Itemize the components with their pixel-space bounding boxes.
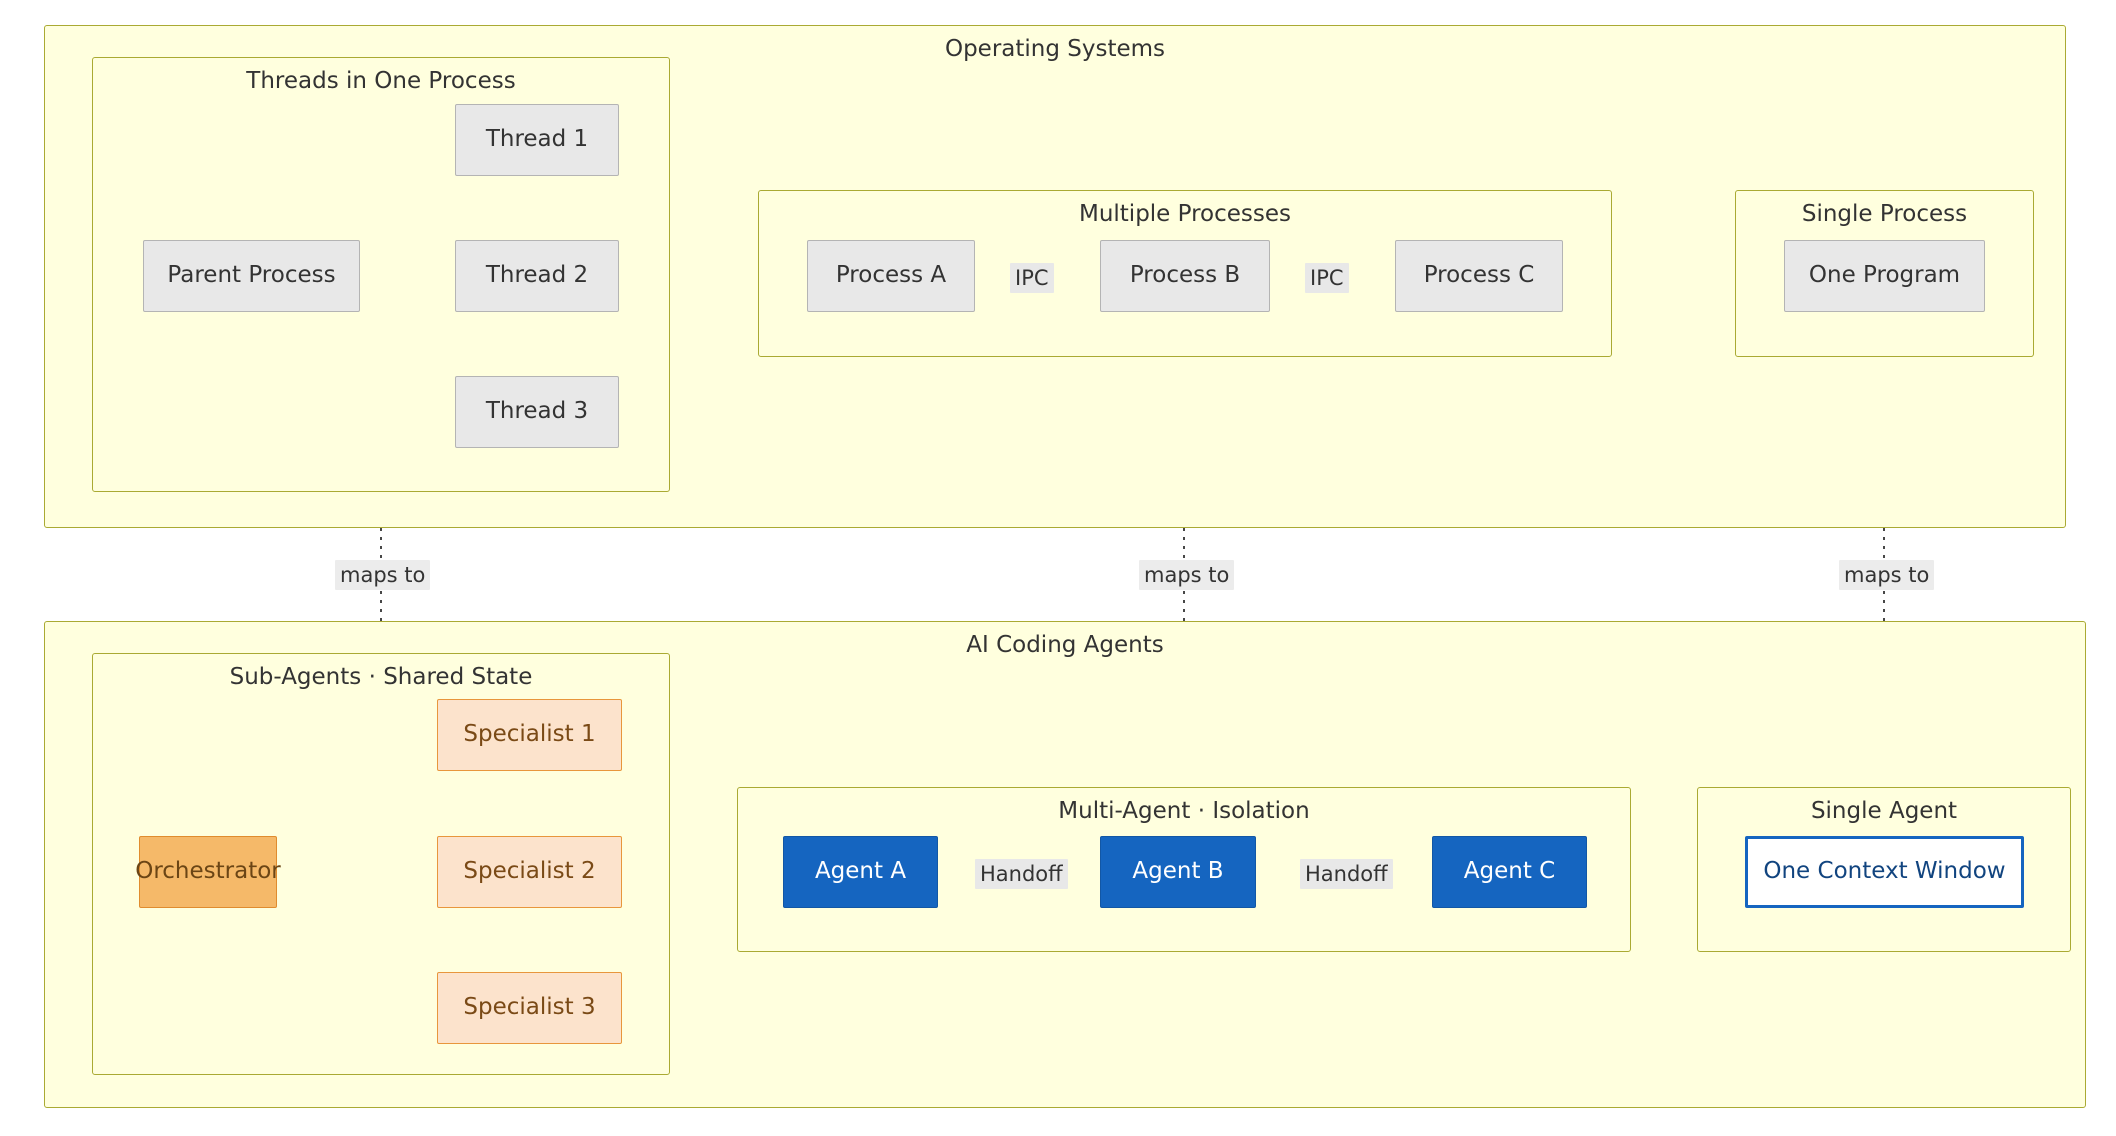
node-process-a[interactable]: Process A <box>807 240 975 312</box>
edge-label-text-ipc-ab: IPC <box>1015 266 1049 290</box>
edge-label-maps-to-middle: maps to <box>1139 560 1235 590</box>
node-label-specialist-3: Specialist 3 <box>463 994 596 1021</box>
node-label-thread-2: Thread 2 <box>485 262 589 289</box>
node-label-process-c: Process C <box>1423 262 1535 289</box>
edge-label-handoff-bc: Handoff <box>1300 859 1393 889</box>
node-thread-1[interactable]: Thread 1 <box>455 104 619 176</box>
cluster-title-operating-systems: Operating Systems <box>944 36 1166 62</box>
node-label-agent-a: Agent A <box>814 858 907 885</box>
edge-label-maps-to-left: maps to <box>335 560 431 590</box>
edge-label-text-ipc-bc: IPC <box>1310 266 1344 290</box>
edge-label-text-maps-to-middle: maps to <box>1144 563 1230 587</box>
node-process-b[interactable]: Process B <box>1100 240 1270 312</box>
edge-label-handoff-ab: Handoff <box>975 859 1068 889</box>
edge-label-text-maps-to-right: maps to <box>1844 563 1930 587</box>
node-one-context-window[interactable]: One Context Window <box>1745 836 2024 908</box>
node-one-program[interactable]: One Program <box>1784 240 1985 312</box>
edge-label-ipc-ab: IPC <box>1010 263 1054 293</box>
node-label-parent-process: Parent Process <box>167 262 336 289</box>
node-agent-b[interactable]: Agent B <box>1100 836 1256 908</box>
node-specialist-1[interactable]: Specialist 1 <box>437 699 622 771</box>
edge-label-text-handoff-bc: Handoff <box>1305 862 1388 886</box>
node-thread-2[interactable]: Thread 2 <box>455 240 619 312</box>
node-label-one-context-window: One Context Window <box>1763 858 2006 885</box>
node-label-orchestrator: Orchestrator <box>135 858 281 885</box>
cluster-title-single-process: Single Process <box>1801 201 1968 227</box>
edge-label-text-maps-to-left: maps to <box>340 563 426 587</box>
node-label-agent-c: Agent C <box>1463 858 1556 885</box>
edge-label-text-handoff-ab: Handoff <box>980 862 1063 886</box>
node-agent-c[interactable]: Agent C <box>1432 836 1587 908</box>
node-label-specialist-1: Specialist 1 <box>463 721 596 748</box>
node-label-agent-b: Agent B <box>1132 858 1224 885</box>
node-thread-3[interactable]: Thread 3 <box>455 376 619 448</box>
cluster-title-multi-agent: Multi-Agent · Isolation <box>1058 798 1310 824</box>
node-label-process-a: Process A <box>835 262 947 289</box>
cluster-title-threads: Threads in One Process <box>246 68 516 94</box>
node-orchestrator[interactable]: Orchestrator <box>135 836 281 908</box>
node-agent-a[interactable]: Agent A <box>783 836 938 908</box>
node-specialist-3[interactable]: Specialist 3 <box>437 972 622 1044</box>
cluster-title-ai-coding-agents: AI Coding Agents <box>966 632 1164 658</box>
node-process-c[interactable]: Process C <box>1395 240 1563 312</box>
cluster-title-multiple-processes: Multiple Processes <box>1078 201 1292 227</box>
node-label-one-program: One Program <box>1808 262 1961 289</box>
node-label-thread-1: Thread 1 <box>485 126 589 153</box>
cluster-title-sub-agents: Sub-Agents · Shared State <box>229 664 533 690</box>
node-parent-process[interactable]: Parent Process <box>143 240 360 312</box>
edge-label-ipc-bc: IPC <box>1305 263 1349 293</box>
node-label-process-b: Process B <box>1129 262 1241 289</box>
node-label-specialist-2: Specialist 2 <box>463 858 596 885</box>
node-label-thread-3: Thread 3 <box>485 398 589 425</box>
node-specialist-2[interactable]: Specialist 2 <box>437 836 622 908</box>
cluster-title-single-agent: Single Agent <box>1810 798 1958 824</box>
edge-label-maps-to-right: maps to <box>1839 560 1935 590</box>
